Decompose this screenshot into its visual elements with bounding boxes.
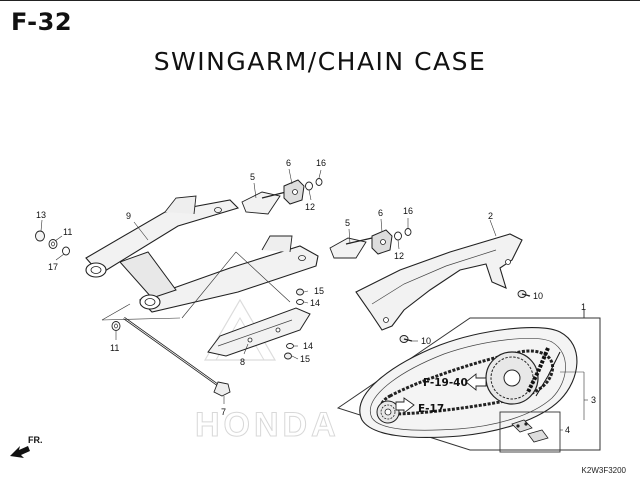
- callout-11-bottom: 11: [110, 343, 119, 353]
- callout-2: 2: [488, 211, 493, 221]
- callout-5-left: 5: [250, 172, 255, 182]
- callout-15-lower: 15: [300, 354, 310, 364]
- callout-5-right: 5: [345, 218, 350, 228]
- callout-8: 8: [240, 357, 245, 367]
- callout-16-left: 16: [316, 158, 326, 168]
- honda-watermark: HONDA: [195, 298, 340, 445]
- swingarm: [85, 195, 319, 313]
- clip-14-upper: [296, 299, 304, 305]
- page-code: F-32: [11, 8, 73, 36]
- callout-12-right: 12: [394, 251, 404, 261]
- callout-1: 1: [581, 302, 586, 312]
- top-rule: [0, 0, 640, 1]
- callout-15-upper: 15: [314, 286, 324, 296]
- adjuster-block-6-right: [371, 229, 393, 255]
- washer-11-left: [111, 321, 121, 331]
- callout-9: 9: [126, 211, 131, 221]
- callout-3: 3: [591, 395, 596, 405]
- front-sprocket: [376, 400, 400, 424]
- ref-e17: E-17: [418, 403, 444, 415]
- callout-10-lower: 10: [421, 336, 431, 346]
- washer-11-top: [48, 239, 58, 249]
- collar-17: [62, 246, 70, 256]
- adjuster-plate-5-left: [241, 191, 287, 215]
- nut-12-left: [305, 181, 313, 191]
- pivot-bolt: [123, 317, 231, 397]
- chain-segment: [526, 347, 561, 397]
- callout-13: 13: [36, 210, 46, 220]
- front-direction-arrow: [10, 446, 30, 458]
- callout-12-left: 12: [305, 202, 315, 212]
- front-direction-label: FR.: [28, 435, 43, 445]
- ref-f1940-arrow: [465, 373, 487, 391]
- callout-11-top: 11: [63, 227, 72, 237]
- bolt-15-lower: [284, 352, 292, 360]
- callout-10-upper: 10: [533, 291, 543, 301]
- watermark-text: HONDA: [195, 406, 340, 444]
- bolt-10-lower: [399, 335, 413, 343]
- callout-17: 17: [48, 262, 58, 272]
- leader-lines: [40, 168, 588, 431]
- bolt-15-upper: [296, 288, 304, 296]
- callout-6-right: 6: [378, 208, 383, 218]
- callout-7: 7: [221, 407, 226, 417]
- nut-16-left: [315, 178, 323, 186]
- upper-chain-case: [355, 233, 523, 331]
- ref-f1940: F-19-40: [423, 377, 468, 389]
- nut-16-right: [404, 228, 412, 236]
- master-link-box: [499, 411, 561, 453]
- ref-e17-arrow: [395, 397, 415, 414]
- nut-12-right: [394, 231, 402, 241]
- bolt-10-upper: [517, 290, 531, 298]
- rear-sprocket: [485, 351, 539, 405]
- callout-14-lower: 14: [303, 341, 313, 351]
- callout-4: 4: [565, 425, 570, 435]
- chain-slider: [207, 307, 311, 357]
- callout-6-left: 6: [286, 158, 291, 168]
- drawing-code: K2W3F3200: [581, 466, 626, 475]
- callout-16-right: 16: [403, 206, 413, 216]
- callout-14-upper: 14: [310, 298, 320, 308]
- cap-13: [35, 230, 45, 242]
- adjuster-block-6-left: [283, 179, 305, 205]
- clip-14-lower: [286, 343, 294, 349]
- page-title: SWINGARM/CHAIN CASE: [153, 47, 487, 76]
- adjuster-plate-5-right: [329, 237, 373, 259]
